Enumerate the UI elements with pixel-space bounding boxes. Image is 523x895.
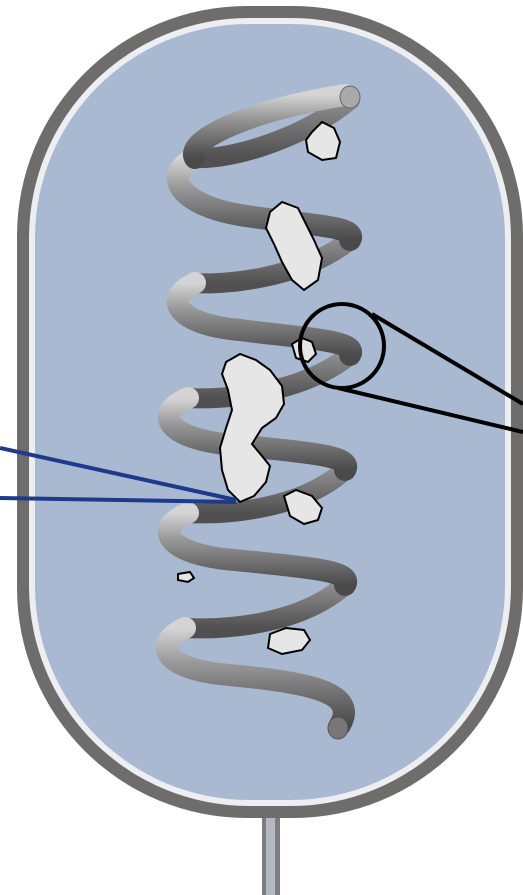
coil-bottom-cap [328, 717, 348, 739]
coil-top-cap [340, 86, 360, 108]
particle-3 [292, 338, 316, 362]
particle-6 [178, 572, 194, 582]
